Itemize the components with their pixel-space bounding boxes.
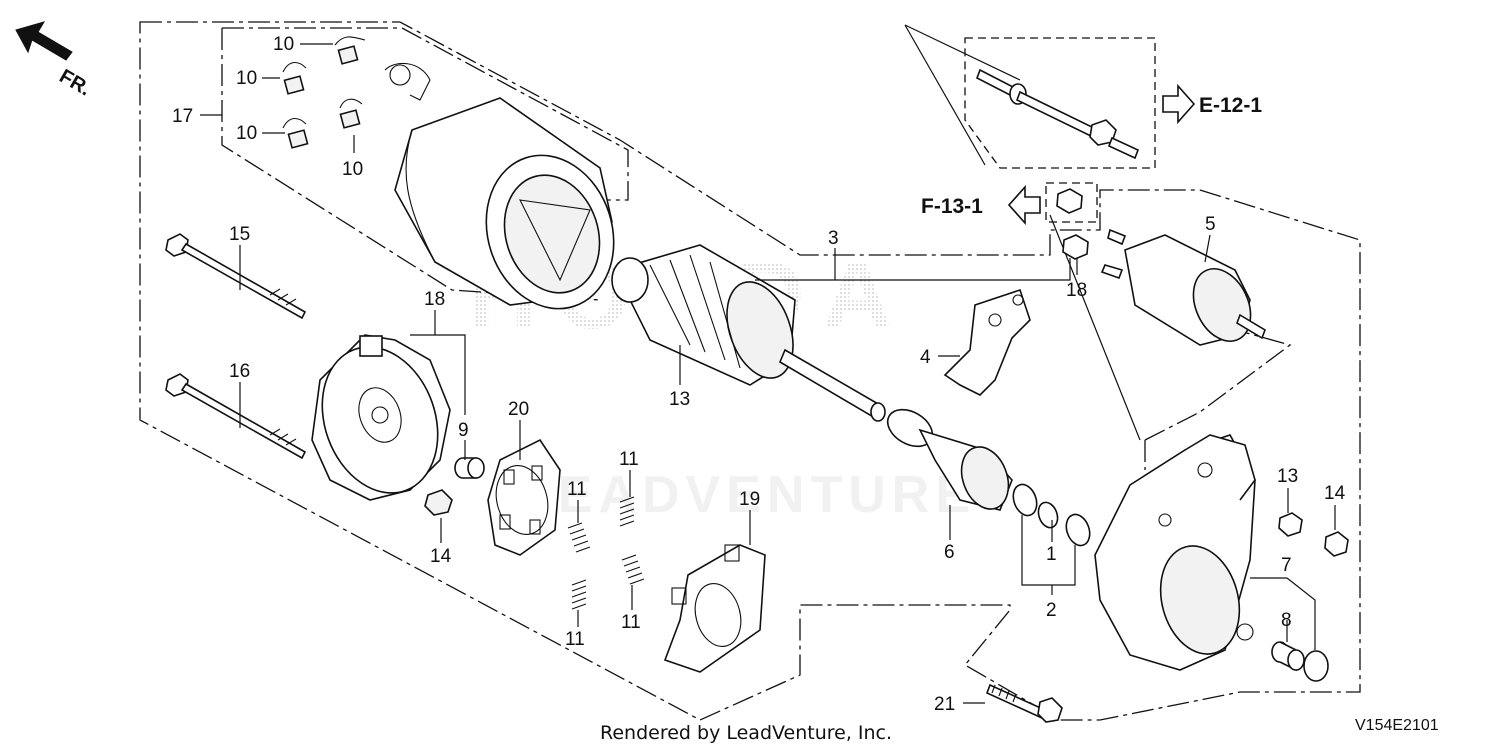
direction-label: FR. — [56, 65, 95, 100]
brush-springs — [567, 496, 645, 610]
rear-end-cover — [311, 334, 453, 516]
callout-label: 21 — [934, 694, 955, 715]
callout-label: 11 — [565, 629, 585, 650]
callout-numbers: 10 10 10 10 17 15 16 18 9 14 20 11 11 11… — [172, 34, 1346, 715]
housing-nut — [1278, 512, 1303, 537]
leader-lines — [200, 43, 1336, 704]
arrow-right-icon — [1162, 83, 1196, 125]
stop-collar-parts — [1012, 483, 1091, 586]
starter-mount-stud — [976, 68, 1140, 160]
bushing — [454, 457, 485, 479]
starter-yoke — [384, 62, 615, 310]
callout-label: 1 — [1046, 544, 1057, 565]
brush-set — [282, 36, 366, 149]
through-bolt — [165, 373, 307, 460]
callout-label: 5 — [1205, 214, 1216, 235]
callout-label: 20 — [508, 399, 529, 420]
callout-label: 2 — [1046, 600, 1057, 621]
callout-label: 3 — [828, 228, 839, 249]
front-housing — [1094, 434, 1256, 671]
brush-holder-plate — [487, 438, 561, 556]
callout-label: 7 — [1281, 555, 1292, 576]
callout-label: 13 — [1277, 466, 1298, 487]
brush-part — [282, 117, 309, 149]
ref-e-12-1[interactable]: E-12-1 — [1162, 83, 1262, 125]
footer-credit: Rendered by LeadVenture, Inc. — [600, 722, 892, 744]
callout-label: 10 — [236, 68, 257, 89]
callout-label: 11 — [567, 479, 587, 500]
callout-label: 15 — [229, 224, 250, 245]
housing-nut — [1324, 531, 1349, 557]
spring-part — [567, 522, 591, 553]
through-bolts — [165, 233, 307, 460]
armature — [611, 244, 886, 422]
callout-label: 14 — [430, 546, 452, 567]
mounting-bolt — [985, 683, 1063, 723]
callout-label: 11 — [621, 612, 641, 633]
diagram-code: V154E2101 — [1355, 717, 1439, 734]
front-arrow-icon — [15, 21, 73, 61]
callout-label: 11 — [619, 449, 639, 470]
dust-seal — [1303, 650, 1329, 682]
terminal-nut — [1062, 234, 1089, 260]
brush-part — [339, 98, 363, 129]
ref-f-13-1[interactable]: F-13-1 — [921, 184, 1041, 226]
callout-label: 9 — [458, 420, 469, 441]
callout-label: 17 — [172, 106, 193, 127]
watermark-dealer: LEADVENTURE — [520, 466, 976, 524]
ref-e-label[interactable]: E-12-1 — [1199, 94, 1262, 117]
callout-label: 10 — [273, 34, 294, 55]
through-bolt — [165, 233, 307, 320]
callout-label: 14 — [1324, 483, 1346, 504]
callout-label: 6 — [944, 542, 955, 563]
callout-label: 18 — [1066, 280, 1087, 301]
spring-part — [621, 554, 645, 585]
front-direction-indicator: FR. — [15, 21, 95, 100]
assembly-boundaries — [139, 21, 1361, 721]
housing-bushing — [1271, 641, 1305, 672]
callout-label: 13 — [669, 389, 690, 410]
callout-label: 18 — [424, 289, 445, 310]
brush-part — [282, 61, 307, 95]
spring-part — [571, 579, 587, 610]
arrow-left-icon — [1007, 184, 1041, 226]
callout-label: 10 — [342, 159, 363, 180]
ref-f-label[interactable]: F-13-1 — [921, 195, 983, 218]
brush-holder — [663, 544, 766, 673]
brush-part — [334, 36, 366, 65]
spring-part — [619, 496, 635, 527]
terminal-cap-nut — [1056, 188, 1083, 214]
shift-lever — [943, 288, 1031, 396]
callout-label: 19 — [739, 489, 760, 510]
solenoid-switch — [1100, 228, 1266, 346]
callout-label: 8 — [1281, 610, 1292, 631]
callout-label: 4 — [920, 347, 931, 368]
callout-label: 10 — [236, 123, 257, 144]
callout-label: 16 — [229, 361, 250, 382]
pinion-gear — [886, 408, 1013, 511]
